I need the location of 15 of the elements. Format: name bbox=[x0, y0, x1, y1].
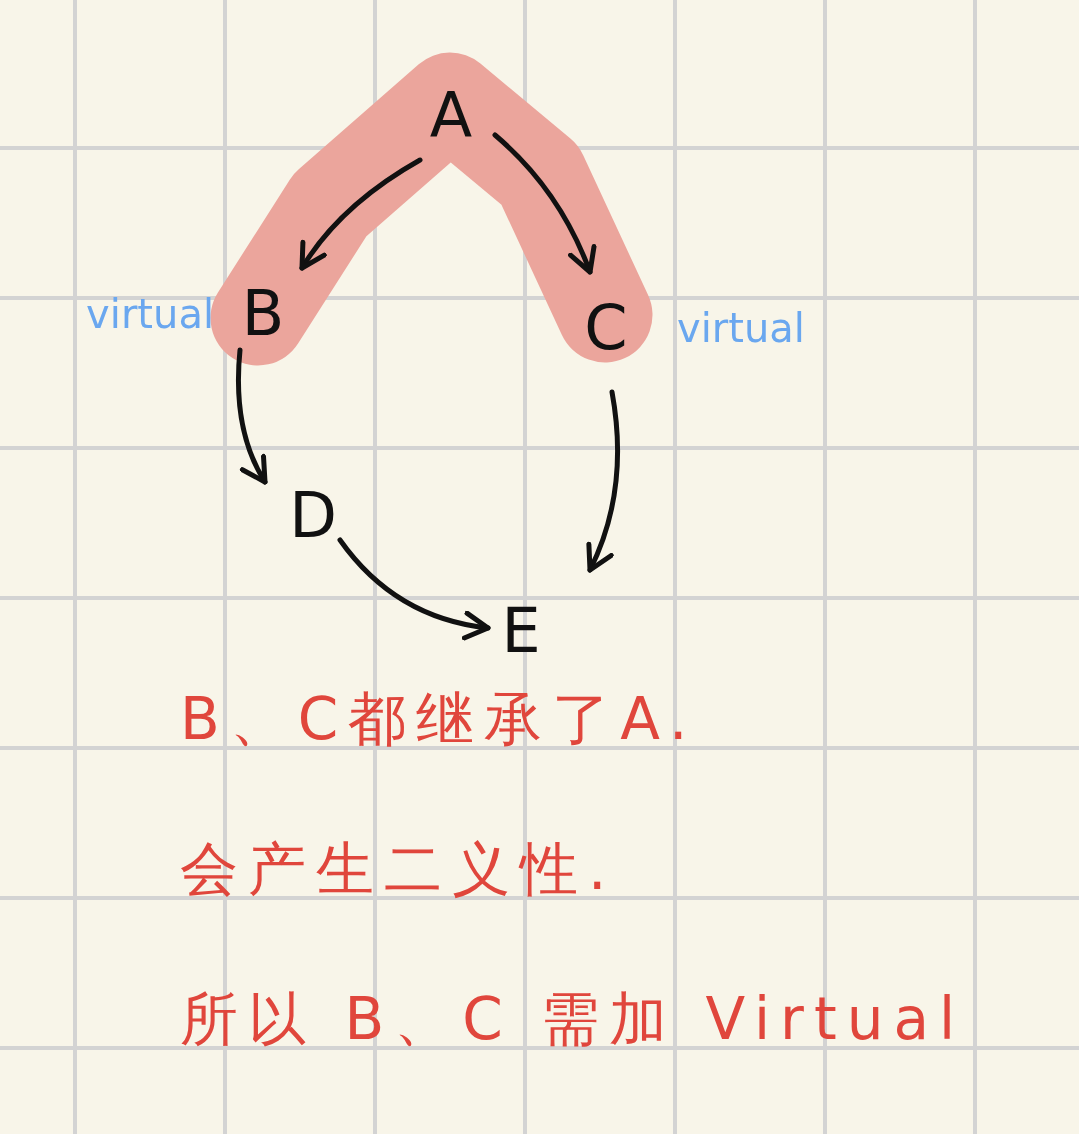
node-letter: C bbox=[583, 292, 629, 364]
side-note: virtual bbox=[677, 308, 805, 348]
note-text: B、C都继承了A. bbox=[180, 690, 698, 748]
note-text: 会产生二义性. bbox=[180, 840, 617, 898]
arrow bbox=[337, 537, 491, 640]
node-letter: B bbox=[240, 278, 286, 350]
arrow bbox=[492, 132, 596, 275]
node-letter: E bbox=[500, 595, 542, 667]
node-letter: A bbox=[428, 80, 474, 152]
side-note: virtual bbox=[86, 294, 214, 334]
node-letter: D bbox=[288, 480, 338, 552]
arrow bbox=[585, 389, 621, 573]
arrow bbox=[299, 157, 423, 271]
arrow bbox=[235, 347, 268, 485]
note-text: 所以 B、C 需加 Virtual bbox=[180, 990, 966, 1048]
